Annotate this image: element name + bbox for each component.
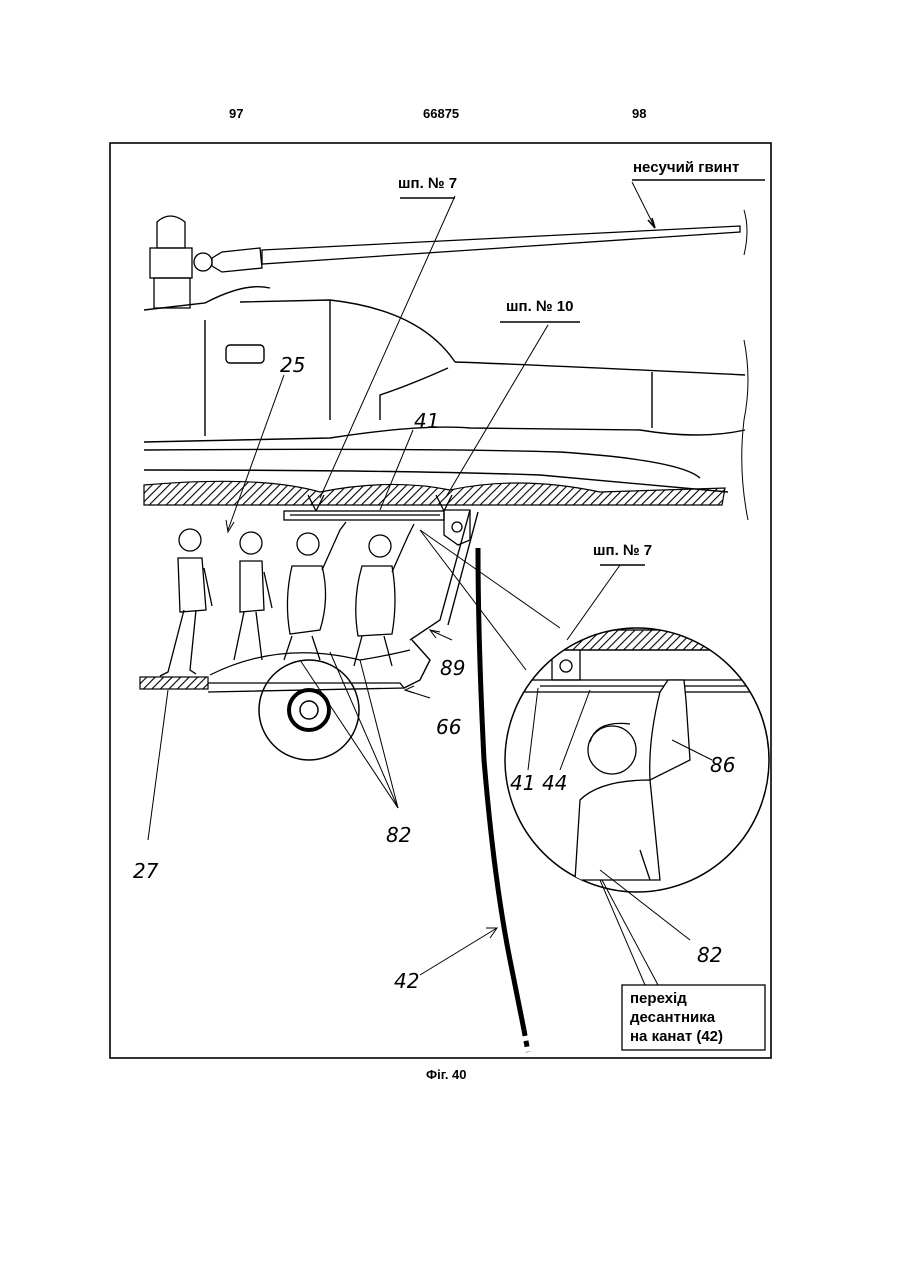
cabin-floor xyxy=(140,677,208,689)
ref-27: 27 xyxy=(133,859,159,883)
paratrooper-2 xyxy=(234,532,272,660)
descent-rope-dashed xyxy=(524,1030,528,1052)
transition-note-line-3: на канат (42) xyxy=(630,1028,723,1045)
transition-note-line-1: перехід xyxy=(630,990,687,1007)
ref-66: 66 xyxy=(436,715,461,739)
ref-82-inset: 82 xyxy=(697,943,722,967)
ref-86: 86 xyxy=(710,753,735,777)
wheel-fairing xyxy=(210,650,410,675)
ref-44: 44 xyxy=(542,771,567,795)
paratrooper-3 xyxy=(284,522,346,660)
figure-caption: Фіг. 40 xyxy=(426,1067,467,1082)
ref-42: 42 xyxy=(394,969,419,993)
paratrooper-1 xyxy=(160,529,212,676)
ref-25: 25 xyxy=(280,353,305,377)
ref-89: 89 xyxy=(440,656,465,680)
cabin-ceiling xyxy=(144,481,725,505)
fuselage-outline xyxy=(144,287,745,492)
rotor-blade xyxy=(262,226,740,264)
ref-82: 82 xyxy=(386,823,411,847)
label-frame-7-inset: шп. № 7 xyxy=(593,542,652,559)
transition-note-line-2: десантника xyxy=(630,1009,716,1026)
rotor-hub xyxy=(150,216,262,308)
paratrooper-figures xyxy=(160,522,414,676)
ref-41-inset: 41 xyxy=(510,771,535,795)
label-frame-10: шп. № 10 xyxy=(506,298,573,315)
label-frame-7-top: шп. № 7 xyxy=(398,175,457,192)
paratrooper-4 xyxy=(354,524,414,666)
ref-41: 41 xyxy=(414,409,439,433)
figure-border xyxy=(110,143,771,1058)
landing-wheel xyxy=(259,660,359,760)
label-rotor: несучий гвинт xyxy=(633,159,739,176)
